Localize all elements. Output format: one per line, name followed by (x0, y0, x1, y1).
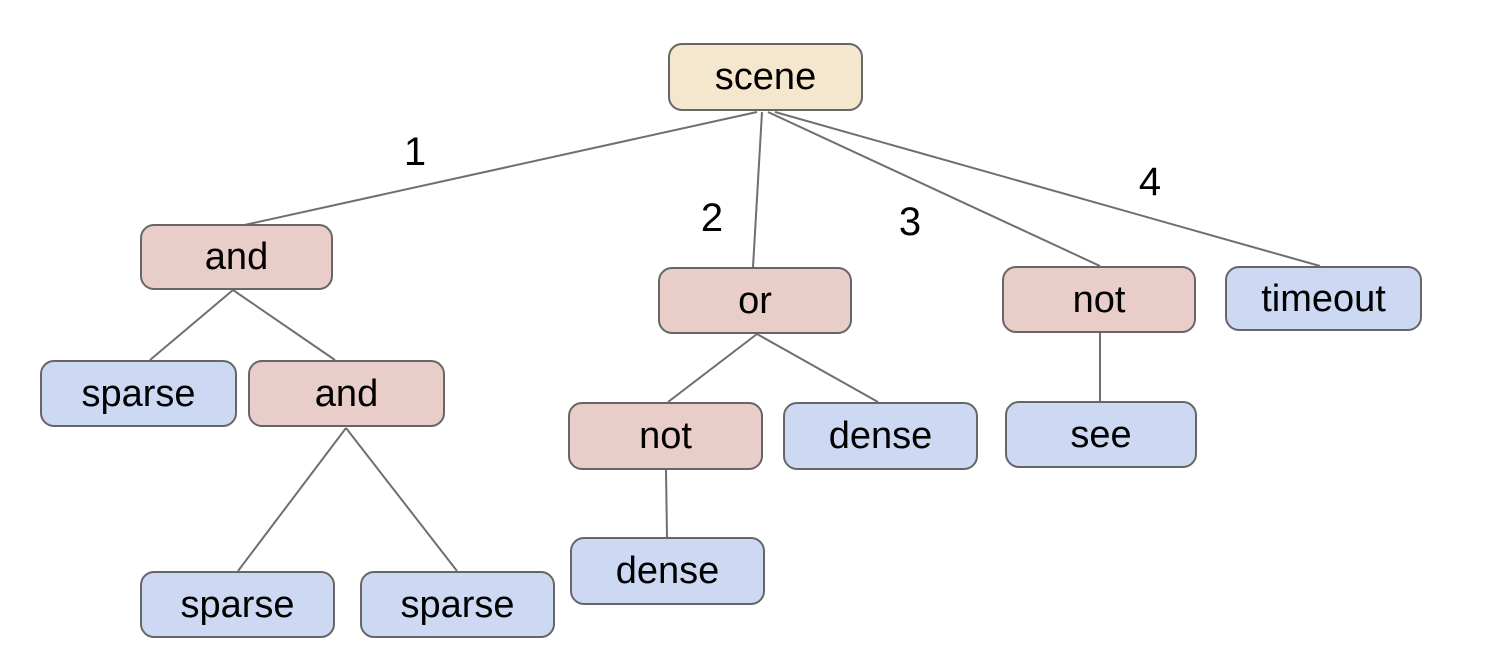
node-or1: or (658, 267, 852, 334)
edge-scene-not1 (767, 111, 1101, 267)
node-dense1: dense (783, 402, 978, 470)
edge-and2-sparse3 (345, 427, 458, 572)
edge-or1-dense1 (756, 333, 879, 403)
edge-scene-and1 (239, 111, 758, 227)
edge-or1-not2 (667, 333, 758, 403)
edge-label-3: 3 (898, 200, 922, 244)
node-sparse2: sparse (140, 571, 335, 638)
node-not1: not (1002, 266, 1196, 333)
edge-scene-timeout (774, 111, 1321, 267)
node-sparse1: sparse (40, 360, 237, 427)
edge-and1-and2 (232, 289, 336, 361)
edge-label-1: 1 (403, 130, 427, 174)
edge-and1-sparse1 (149, 289, 234, 361)
edge-not2-dense2 (665, 469, 668, 538)
node-dense2: dense (570, 537, 765, 605)
node-and2: and (248, 360, 445, 427)
node-see: see (1005, 401, 1197, 468)
edge-label-2: 2 (700, 196, 724, 240)
node-sparse3: sparse (360, 571, 555, 638)
node-scene: scene (668, 43, 863, 111)
node-and1: and (140, 224, 333, 290)
edge-label-4: 4 (1138, 160, 1162, 204)
edge-and2-sparse2 (237, 427, 347, 572)
node-timeout: timeout (1225, 266, 1422, 331)
node-not2: not (568, 402, 763, 470)
edge-scene-or1 (752, 111, 763, 268)
